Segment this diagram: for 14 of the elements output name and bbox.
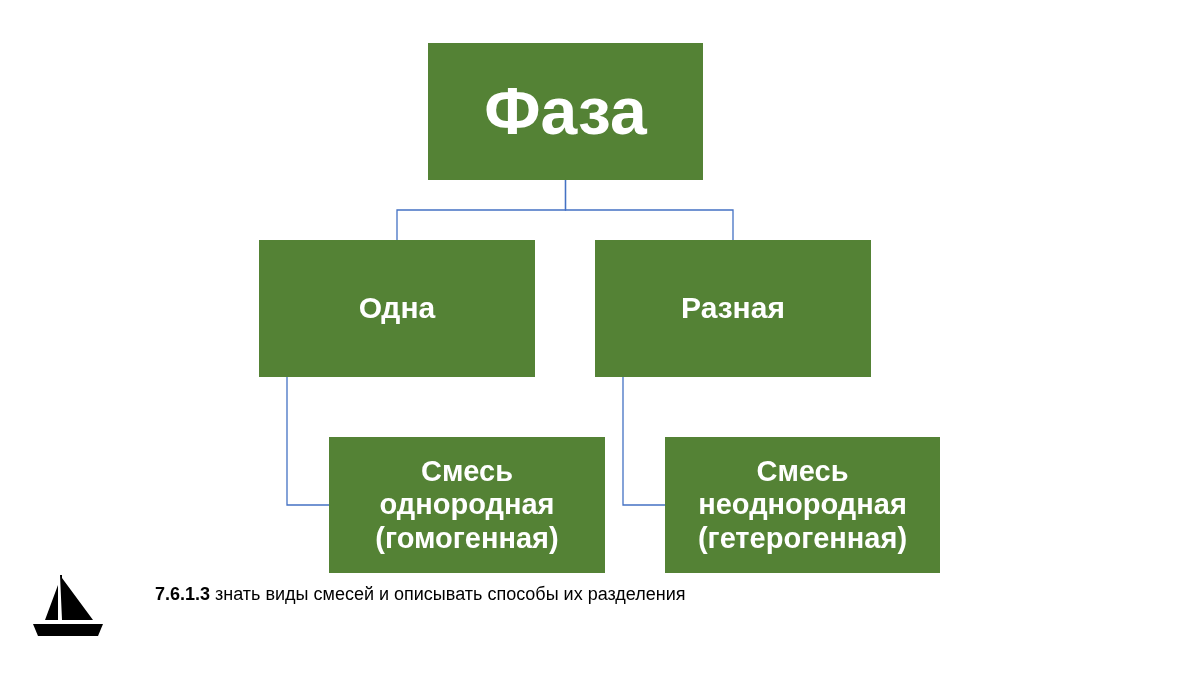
box-text: Разная bbox=[680, 291, 786, 326]
category-box bbox=[595, 240, 871, 377]
category-box bbox=[428, 43, 703, 180]
category-box bbox=[665, 437, 940, 573]
box-text: Смесь однородная (гомогенная) bbox=[374, 455, 560, 555]
connector-line bbox=[622, 376, 666, 506]
connector-line bbox=[286, 376, 330, 506]
category-box bbox=[329, 437, 605, 573]
box-text: Фаза bbox=[483, 73, 648, 150]
box-text: Смесь неоднородная (гетерогенная) bbox=[696, 455, 909, 555]
box-text: Одна bbox=[357, 291, 437, 326]
objective-note: 7.6.1.3 знать виды смесей и описывать способы их разделения bbox=[155, 584, 686, 605]
category-box bbox=[259, 240, 535, 377]
connector-line bbox=[564, 179, 734, 241]
